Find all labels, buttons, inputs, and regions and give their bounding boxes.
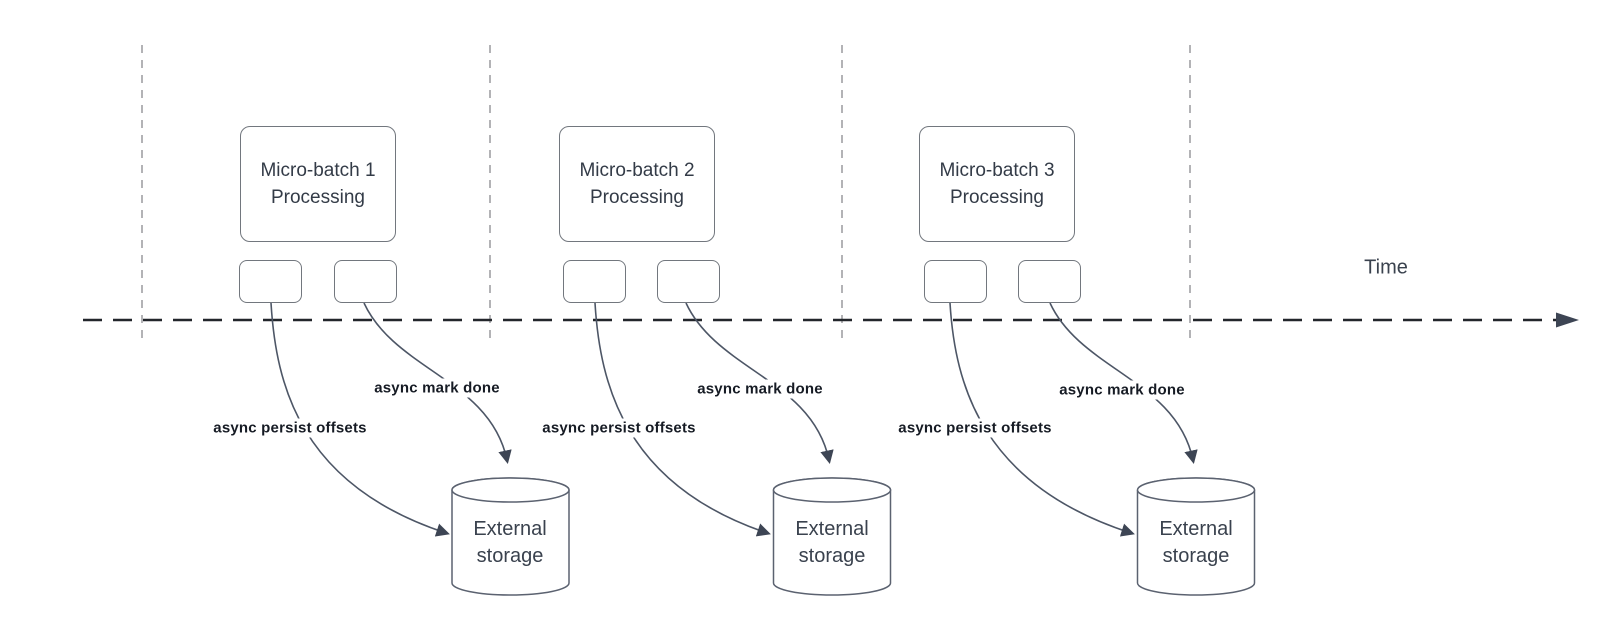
persist-offsets-label-3: async persist offsets <box>894 418 1056 438</box>
process-box-3: Micro-batch 3 Processing <box>919 126 1075 242</box>
storage-cylinder-3 <box>1136 477 1256 596</box>
persist-offsets-label-1: async persist offsets <box>209 418 371 438</box>
process-box-1: Micro-batch 1 Processing <box>240 126 396 242</box>
mark-done-label-2: async mark done <box>693 379 827 399</box>
mark-done-task-box-1 <box>334 260 397 303</box>
persist-task-box-2 <box>563 260 626 303</box>
mark-done-arrow-1 <box>363 302 512 464</box>
persist-task-box-3 <box>924 260 987 303</box>
mark-done-arrow-2 <box>685 302 834 464</box>
time-label: Time <box>1364 256 1408 279</box>
process-box-label: Micro-batch 1 Processing <box>260 160 376 208</box>
persist-offsets-label-2: async persist offsets <box>538 418 700 438</box>
persist-task-box-1 <box>239 260 302 303</box>
mark-done-task-box-2 <box>657 260 720 303</box>
mark-done-arrow-3 <box>1049 302 1198 464</box>
time-axis-arrowhead-icon <box>1556 312 1579 328</box>
mark-done-task-box-3 <box>1018 260 1081 303</box>
storage-cylinder-1 <box>451 477 570 596</box>
mark-done-label-3: async mark done <box>1055 380 1189 400</box>
process-box-2: Micro-batch 2 Processing <box>559 126 715 242</box>
storage-cylinder-2 <box>772 477 892 596</box>
process-box-label: Micro-batch 2 Processing <box>579 160 695 208</box>
mark-done-label-1: async mark done <box>370 378 504 398</box>
process-box-label: Micro-batch 3 Processing <box>939 160 1055 208</box>
